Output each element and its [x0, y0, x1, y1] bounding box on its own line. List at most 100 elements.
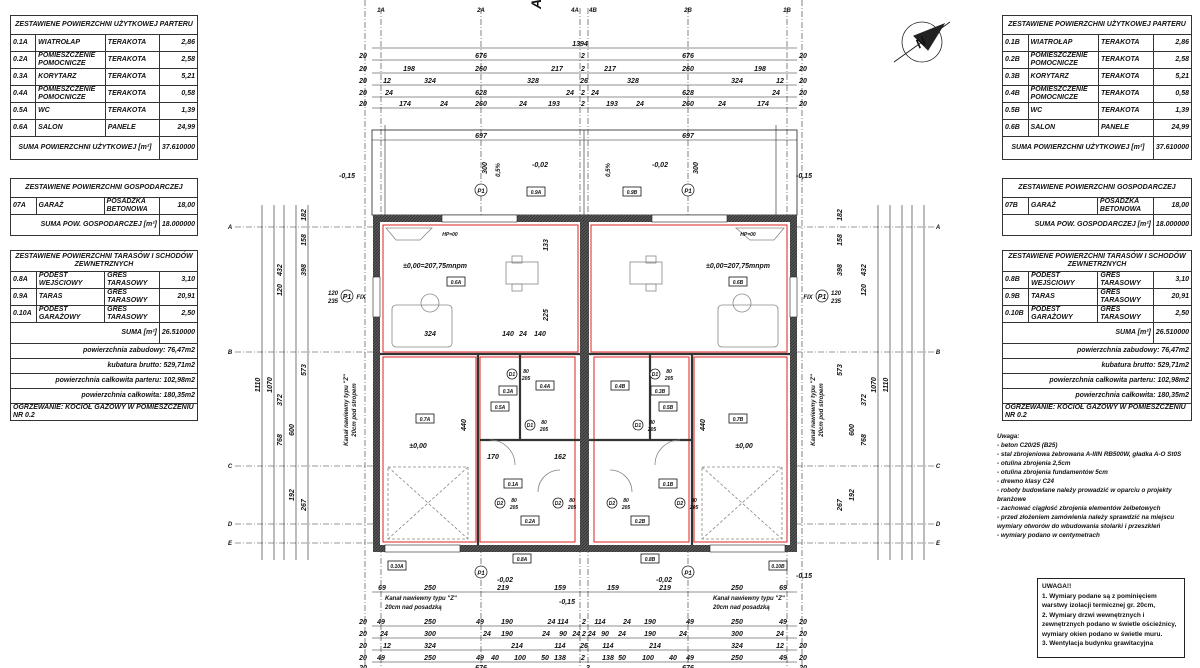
level-mark: -0,02 — [497, 577, 513, 584]
room-number: 0.6B — [1002, 119, 1029, 137]
room-number: 0.4A — [9, 85, 37, 103]
window-size: 120 — [831, 291, 842, 297]
dimension-label: 20 — [798, 665, 807, 668]
dimension-label: 174 — [757, 101, 769, 108]
summary-line: OGRZEWANIE: KOCIOŁ GAZOWY W POMIESZCZENI… — [10, 403, 198, 421]
dimension-label: 190 — [644, 619, 656, 626]
area-value: 20,91 — [1152, 288, 1193, 306]
dimension-label: 219 — [496, 585, 509, 592]
dimension-label: 260 — [474, 101, 487, 108]
room-tag: 0.1A — [508, 482, 519, 488]
floor-finish: TERAKOTA — [1098, 51, 1154, 69]
dimension-label: 300 — [424, 631, 436, 638]
door-tag: D2 — [609, 501, 616, 507]
table-title: ZESTAWIENE POWIERZCHNI UŻYTKOWEJ PARTERU — [1002, 15, 1192, 35]
level-mark: -0,15 — [796, 173, 812, 180]
sum-value: 26.510000 — [158, 322, 199, 344]
door-size: 205 — [509, 505, 519, 511]
room-name: POMIESZCZENIE POMOCNICZE — [1027, 85, 1100, 103]
floor-finish: POSADZKA BETONOWA — [1096, 197, 1154, 215]
warning-title: UWAGA!! — [1042, 583, 1072, 590]
tag-circle — [606, 497, 618, 509]
interior-walls — [382, 224, 788, 543]
dimension-label: 24 — [565, 90, 574, 97]
dimension-label: 50 — [541, 655, 549, 662]
window-tag: P1 — [684, 189, 692, 195]
door-size: 205 — [539, 427, 549, 433]
dimension-label: 24 2 24 — [571, 631, 595, 638]
dimension-label: 193 — [606, 101, 618, 108]
note-item: - przed złożeniem zamówienia należy spra… — [997, 514, 1175, 530]
window-fix-label: FIX — [803, 295, 813, 301]
room-tag: 0.2B — [635, 519, 646, 525]
dimension-label: 158 — [837, 234, 844, 246]
dimension-label: 20 — [798, 53, 807, 60]
note-item: - otulina zbrojenia fundamentów 5cm — [997, 469, 1108, 476]
room-name: TARAS — [1028, 288, 1099, 306]
room-tag-box — [503, 478, 523, 489]
door-size: 80 — [623, 498, 629, 504]
dimension-label: 676 — [682, 53, 694, 60]
room-tag: 0.3A — [503, 389, 514, 395]
floor-finish: TERAKOTA — [104, 85, 160, 103]
sum-label: SUMA POW. GOSPODARCZEJ [m²] — [1002, 214, 1154, 236]
window-size: 235 — [327, 299, 339, 305]
sum-value: 37.610000 — [158, 136, 199, 160]
dimension-label: 49 — [475, 655, 484, 662]
table-title: ZESTAWIENE POWIERZCHNI GOSPODARCZEJ — [1002, 178, 1192, 198]
tag-circle — [494, 497, 506, 509]
dimension-label: 49 — [475, 619, 484, 626]
terrace-area-table-left: ZESTAWIENE POWIERZCHNI TARASÓW I SCHODÓW… — [10, 250, 199, 421]
room-tag-box — [446, 276, 466, 287]
dimension-label: 90 — [559, 631, 567, 638]
window-tag: P1 — [818, 294, 827, 301]
terrace-area-table-right: ZESTAWIENE POWIERZCHNI TARASÓW I SCHODÓW… — [1001, 250, 1193, 421]
dimension-label: 628 — [682, 90, 694, 97]
dimension-label: 300 — [731, 631, 743, 638]
room-number: 0.10A — [10, 305, 37, 323]
dimension-label: 120 — [277, 284, 284, 296]
floor-finish: GRES TARASOWY — [1097, 271, 1154, 289]
table-title: ZESTAWIENE POWIERZCHNI TARASÓW I SCHODÓW… — [1002, 250, 1192, 272]
dimension-label: 214 — [510, 643, 523, 650]
dimension-label: 3 — [586, 665, 590, 668]
dimension-label: 24 — [482, 631, 491, 638]
dimension-label: 170 — [487, 454, 499, 461]
dimension-label: 40 — [668, 655, 677, 662]
walls — [372, 214, 798, 553]
room-tag-box — [535, 380, 555, 391]
area-value: 2,58 — [158, 51, 199, 69]
area-value: 5,21 — [1152, 68, 1193, 86]
axis-label: 4B — [588, 8, 597, 14]
floor-finish: TERAKOTA — [104, 102, 160, 120]
dimension-label: 20 — [798, 631, 807, 638]
floor-finish: GRES TARASOWY — [1097, 288, 1154, 306]
area-value: 24,99 — [1152, 119, 1193, 137]
tag-circle — [474, 183, 488, 197]
area-value: 2,50 — [158, 305, 199, 323]
note-item: - otulina zbrojenia 2,5cm — [997, 460, 1071, 467]
room-number: 0.6A — [9, 119, 37, 137]
sum-value: 18.000000 — [158, 214, 199, 236]
dimension-label: 600 — [289, 424, 296, 436]
window-tag: P1 — [684, 571, 692, 577]
room-tag: 0.9B — [627, 190, 638, 196]
room-tag-box — [658, 478, 678, 489]
dimension-label: 24 — [518, 331, 527, 338]
dimension-label: 24 114 — [547, 619, 569, 626]
door-size: 205 — [521, 376, 531, 382]
room-tag-box — [387, 560, 407, 571]
dimension-label: 1394 — [572, 41, 588, 48]
dimension-label: 140 — [502, 331, 514, 338]
dimension-label: 432 — [277, 264, 284, 277]
level-mark: -0,02 — [532, 162, 548, 169]
note-item: - zachować ciągłość zbrojenia elementów … — [997, 505, 1161, 512]
room-number: 0.3B — [1002, 68, 1029, 86]
